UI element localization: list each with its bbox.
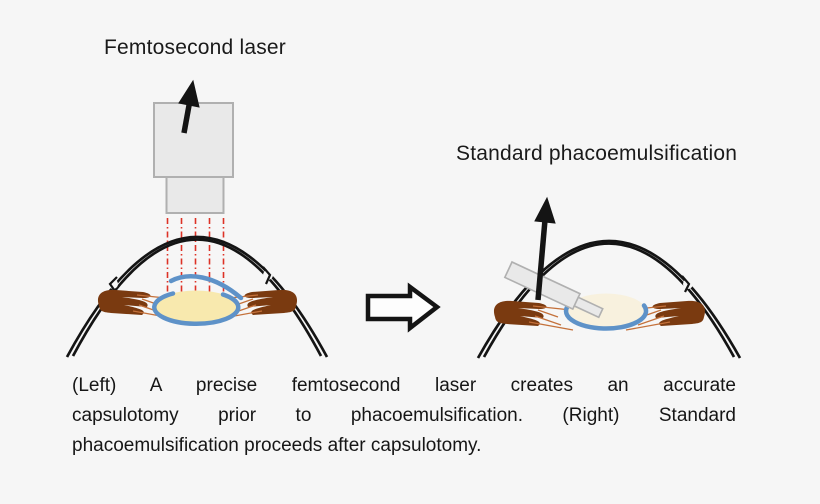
zonule-fiber xyxy=(637,315,665,326)
laser-head xyxy=(153,102,234,178)
limbus-notch-icon xyxy=(108,276,118,292)
laser-beams xyxy=(166,218,225,293)
arrow-head xyxy=(178,79,200,108)
caption-line: phacoemulsification proceeds after capsu… xyxy=(72,435,482,456)
laser-nozzle xyxy=(165,176,225,214)
probe-direction-arrow-icon xyxy=(534,196,556,301)
left-eye-limbus-notches xyxy=(108,266,273,292)
zonule-fiber xyxy=(625,321,671,331)
arrow-shaft xyxy=(535,219,548,301)
probe-tip xyxy=(573,296,604,319)
iris-left-wedge xyxy=(97,289,151,315)
right-diagram-title: Standard phacoemulsification xyxy=(456,142,738,165)
zonule-fiber xyxy=(534,315,562,326)
capsulotomy-flap xyxy=(168,274,244,301)
zonule-fiber xyxy=(537,309,559,318)
caption-line: capsulotomy prior to phacoemulsification… xyxy=(72,405,736,426)
right-eye-capsule-rim xyxy=(563,301,649,331)
left-eye-lens xyxy=(154,290,238,324)
iris-right-wedge xyxy=(244,289,298,315)
femtosecond-laser-device xyxy=(153,102,234,214)
left-diagram-title: Femtosecond laser xyxy=(104,36,286,59)
figure-caption: (Left) A precise femtosecond laser creat… xyxy=(72,371,736,461)
iris-left-wedge xyxy=(493,300,547,326)
left-eye-capsule-rim xyxy=(152,291,241,326)
zonule-fiber xyxy=(528,321,574,331)
limbus-notch-icon xyxy=(262,266,272,285)
phaco-probe xyxy=(503,260,604,319)
laser-direction-arrow-icon xyxy=(178,79,200,134)
arrow-head xyxy=(534,196,556,224)
procedure-step-arrow-icon xyxy=(365,282,441,333)
right-eye-limbus-notch xyxy=(681,275,693,293)
caption-line: (Left) A precise femtosecond laser creat… xyxy=(72,375,736,396)
notch-gap xyxy=(263,270,273,280)
limbus-notch-icon xyxy=(681,275,691,293)
iris-right-wedge xyxy=(652,300,706,326)
